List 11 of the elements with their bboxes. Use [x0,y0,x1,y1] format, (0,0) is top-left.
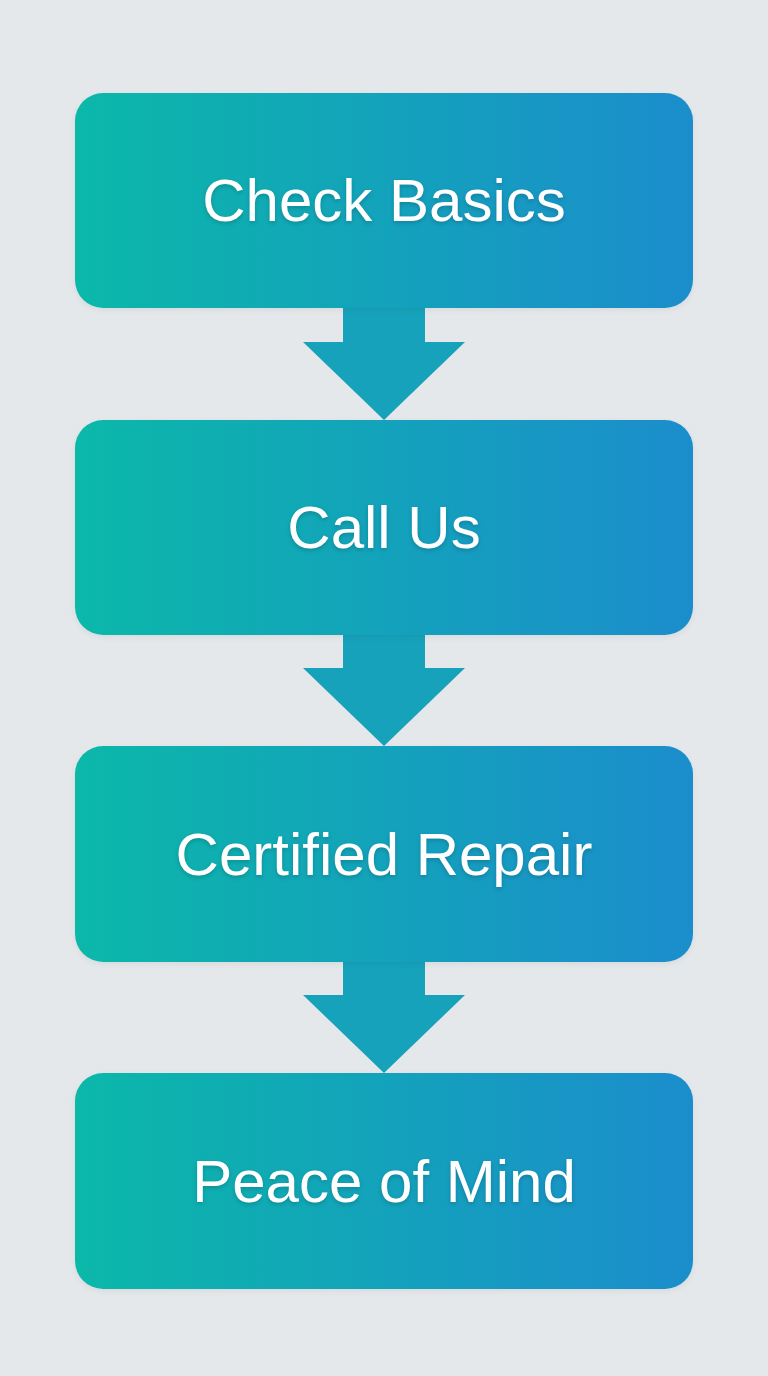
arrow [303,962,465,1073]
process-box [75,93,693,308]
arrow [303,635,465,746]
step-label: Certified Repair [175,819,593,889]
process-box [75,1073,693,1289]
process-box [75,746,693,962]
arrow [303,308,465,420]
step-label: Check Basics [202,166,566,235]
process-box [75,420,693,635]
step-label: Call Us [287,493,481,562]
step-label: Peace of Mind [192,1146,576,1216]
